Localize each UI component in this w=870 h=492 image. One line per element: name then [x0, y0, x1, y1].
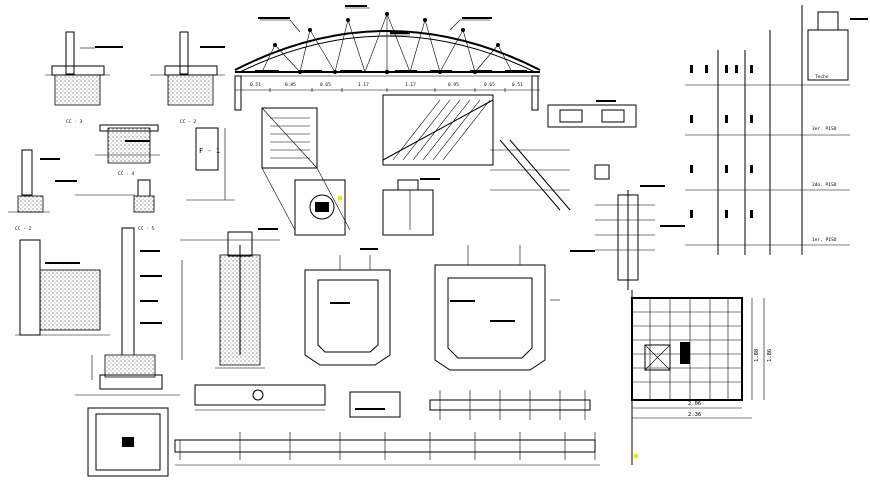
building-elevation: 3er. PISO 2do. PISO 1er. PISO Techo [685, 5, 868, 255]
pile-detail [180, 228, 280, 369]
truss-dim-7: 0.65 [484, 82, 495, 88]
truss-dim-5: 1.17 [405, 82, 416, 88]
manhole-section [294, 179, 346, 236]
truss-elevation: 0.51 0.85 0.65 1.17 1.17 0.95 0.65 0.51 [234, 5, 541, 111]
label-cc1: CC - 1 [15, 226, 32, 232]
floor-2: 2do. PISO [812, 182, 837, 188]
floor-roof: Techo [815, 74, 829, 80]
footing-cc2: CC - 2 [150, 31, 225, 125]
dim-w1: 2.06 [688, 401, 701, 407]
bathroom-plan: 2.06 2.36 1.88 1.86 [631, 290, 773, 465]
footing-cc5: CC - 5 [75, 179, 155, 232]
dim-h1: 1.88 [754, 349, 760, 362]
label-f1: F - 1 [199, 147, 220, 155]
column-elevation [75, 227, 180, 396]
grade-beam-elevation [174, 432, 600, 466]
floor-1: 1er. PISO [812, 237, 837, 243]
footing-plan [87, 407, 169, 477]
label-cc4: CC - 4 [118, 171, 135, 177]
truss-dim-8: 0.51 [512, 82, 523, 88]
retaining-wall [15, 239, 110, 336]
beam-row-3 [194, 384, 401, 418]
tank-section-b [434, 245, 560, 371]
dim-w2: 2.36 [688, 412, 701, 418]
truss-dim-6: 0.95 [448, 82, 459, 88]
stair-plan [261, 107, 351, 231]
dim-h2: 1.86 [767, 349, 773, 362]
label-cc5: CC - 5 [138, 226, 155, 232]
truss-dim-3: 0.65 [320, 82, 331, 88]
detail-f1: F - 1 [186, 127, 235, 201]
footing-cc3: CC - 3 [45, 31, 123, 125]
beam-hatch-section [382, 94, 494, 166]
footing-cc1: CC - 1 [8, 149, 77, 232]
tank-detail [382, 178, 440, 236]
tank-section-a [304, 248, 391, 366]
column-rebar-detail [570, 185, 685, 290]
window-detail [547, 100, 637, 128]
truss-dim-4: 1.17 [358, 82, 369, 88]
beam-row-2 [429, 390, 591, 420]
truss-dim-1: 0.51 [250, 82, 261, 88]
label-cc2: CC - 2 [180, 119, 197, 125]
truss-dim-2: 0.85 [285, 82, 296, 88]
floor-3: 3er. PISO [812, 126, 837, 132]
diagonal-rebar [490, 139, 610, 211]
beam-section: CC - 4 [95, 124, 160, 177]
label-cc3: CC - 3 [66, 119, 83, 125]
